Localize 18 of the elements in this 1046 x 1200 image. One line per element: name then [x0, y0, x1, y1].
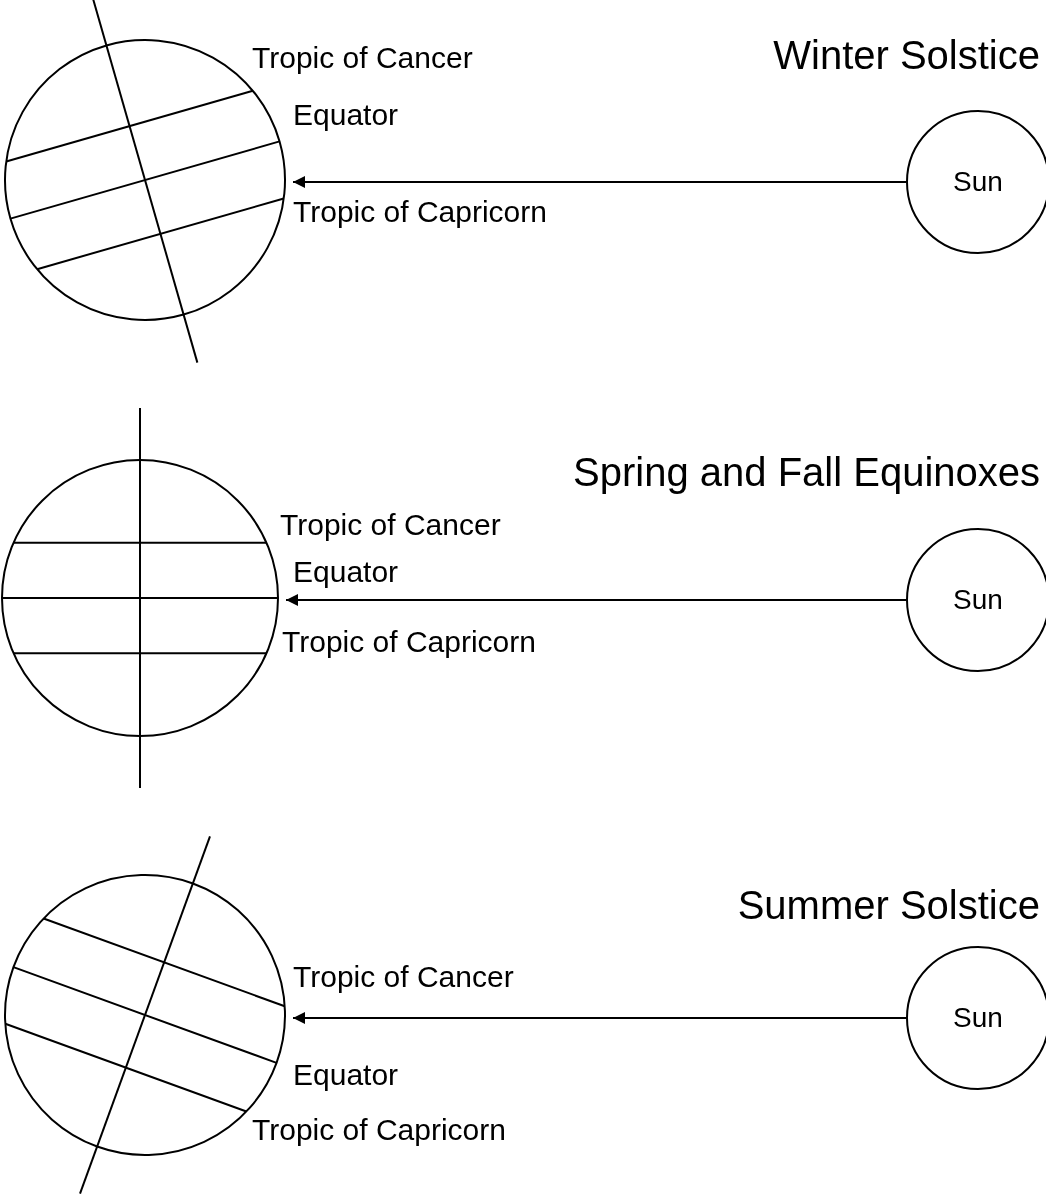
season-title: Summer Solstice — [737, 882, 1040, 928]
line-label: Tropic of Cancer — [280, 508, 501, 542]
sun-circle: Sun — [906, 946, 1046, 1090]
sun-circle: Sun — [906, 528, 1046, 672]
line-label: Tropic of Capricorn — [293, 195, 547, 229]
line-label: Tropic of Capricorn — [252, 1113, 506, 1147]
sun-circle: Sun — [906, 110, 1046, 254]
line-label: Tropic of Capricorn — [282, 625, 536, 659]
line-label: Tropic of Cancer — [293, 960, 514, 994]
season-title: Winter Solstice — [773, 32, 1040, 78]
arrow — [292, 176, 907, 188]
line-label: Equator — [293, 98, 399, 132]
line-label: Equator — [293, 555, 399, 589]
line-label: Tropic of Cancer — [252, 41, 473, 75]
arrow — [292, 1012, 907, 1024]
season-title: Spring and Fall Equinoxes — [573, 449, 1040, 495]
line-label: Equator — [293, 1058, 399, 1092]
arrow — [285, 594, 907, 606]
